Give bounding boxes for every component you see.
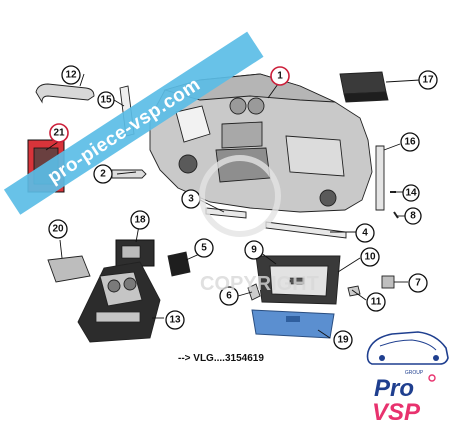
svg-text:11: 11 bbox=[371, 297, 382, 308]
callout-20: 20 bbox=[48, 219, 68, 239]
callout-6: 6 bbox=[219, 286, 239, 306]
callout-12: 12 bbox=[61, 65, 81, 85]
svg-text:10: 10 bbox=[364, 252, 376, 263]
callout-2: 2 bbox=[93, 164, 113, 184]
callout-10: 10 bbox=[360, 247, 380, 267]
logo-line-1: Pro bbox=[374, 375, 414, 402]
svg-text:21: 21 bbox=[53, 128, 65, 139]
callout-15: 15 bbox=[97, 91, 115, 109]
callout-label: 1 bbox=[277, 71, 283, 82]
svg-text:14: 14 bbox=[405, 188, 417, 199]
watermark-circle bbox=[199, 155, 281, 237]
svg-text:7: 7 bbox=[415, 278, 421, 289]
svg-text:12: 12 bbox=[65, 70, 77, 81]
part-tray-17 bbox=[339, 71, 389, 103]
part-handle-12 bbox=[35, 83, 95, 104]
part-lid-19 bbox=[251, 309, 335, 339]
svg-text:4: 4 bbox=[362, 228, 368, 239]
part-bar-16 bbox=[375, 145, 385, 211]
svg-text:15: 15 bbox=[100, 95, 112, 106]
svg-text:6: 6 bbox=[226, 291, 232, 302]
leader-lines bbox=[45, 73, 421, 339]
part-panel-18 bbox=[115, 239, 155, 267]
callout-17: 17 bbox=[418, 70, 438, 90]
part-bracket-20 bbox=[47, 255, 91, 283]
callout-5: 5 bbox=[194, 238, 214, 258]
svg-text:18: 18 bbox=[134, 215, 146, 226]
svg-text:17: 17 bbox=[422, 75, 434, 86]
part-strip-3 bbox=[205, 207, 247, 219]
svg-text:19: 19 bbox=[337, 335, 349, 346]
svg-text:9: 9 bbox=[251, 245, 257, 256]
callout-18: 18 bbox=[130, 210, 150, 230]
callout-19: 19 bbox=[333, 330, 353, 350]
reference-code: --> VLG....3154619 bbox=[178, 353, 264, 364]
logo-line-2: VSP bbox=[372, 399, 421, 426]
part-knob-5 bbox=[167, 251, 191, 277]
svg-text:13: 13 bbox=[169, 315, 181, 326]
callout-16: 16 bbox=[400, 132, 420, 152]
callout-13: 13 bbox=[165, 310, 185, 330]
svg-text:2: 2 bbox=[100, 169, 106, 180]
callout-9: 9 bbox=[244, 240, 264, 260]
callout-11: 11 bbox=[366, 292, 386, 312]
watermark-copyright: COPYRIGHT bbox=[200, 273, 319, 295]
callout-1: 1 bbox=[270, 66, 290, 86]
svg-text:20: 20 bbox=[52, 224, 64, 235]
svg-text:5: 5 bbox=[201, 243, 207, 254]
part-glovebox-9 bbox=[255, 255, 341, 305]
svg-text:GROUP: GROUP bbox=[405, 370, 424, 376]
callout-21: 21 bbox=[49, 123, 69, 143]
part-clip-6 bbox=[247, 283, 261, 301]
provsp-logo: GROUP Pro VSP bbox=[366, 331, 449, 426]
svg-text:16: 16 bbox=[404, 137, 416, 148]
callout-14: 14 bbox=[402, 184, 420, 202]
svg-text:8: 8 bbox=[410, 211, 416, 222]
svg-text:3: 3 bbox=[188, 194, 194, 205]
callout-8: 8 bbox=[404, 207, 422, 225]
callout-7: 7 bbox=[408, 273, 428, 293]
part-console-13 bbox=[77, 261, 161, 343]
part-switch-7 bbox=[381, 275, 395, 289]
callout-3: 3 bbox=[181, 189, 201, 209]
part-strip-4 bbox=[265, 221, 347, 239]
callout-4: 4 bbox=[355, 223, 375, 243]
car-outline-icon bbox=[366, 331, 449, 365]
part-screw-8 bbox=[393, 211, 399, 219]
